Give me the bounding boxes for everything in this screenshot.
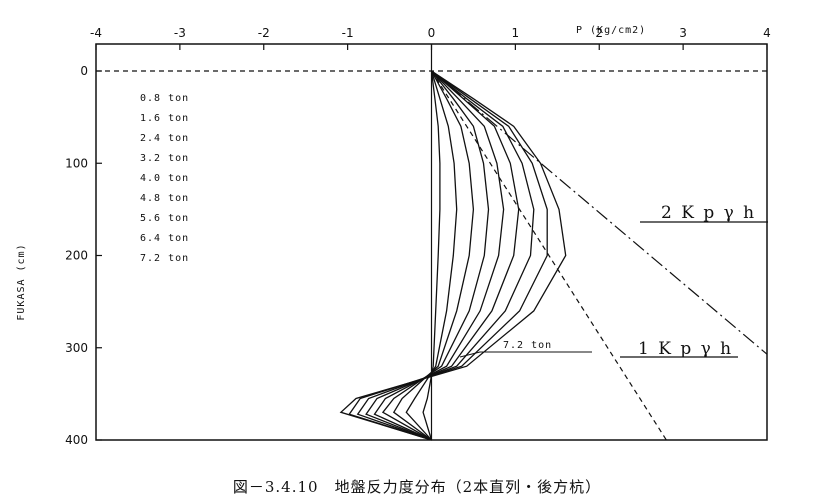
series-line-9 <box>339 70 567 441</box>
legend-entry: 7.2 ton <box>140 253 189 264</box>
x-tick-label: -2 <box>258 26 270 40</box>
legend-entry: 0.8 ton <box>140 93 189 104</box>
x-tick-label: 3 <box>679 26 687 40</box>
x-tick-label: -1 <box>342 26 354 40</box>
reference-line <box>430 70 667 441</box>
y-tick-label: 300 <box>65 341 88 355</box>
y-tick-label: 100 <box>65 156 88 170</box>
series-line-4 <box>381 70 490 441</box>
x-tick-label: 1 <box>512 26 520 40</box>
chart-canvas: -4 -3 -2 -1 0 1 2 3 4 0 100 200 300 400 P (Kg/cm2) FUKA… <box>16 25 771 447</box>
series-line-6 <box>365 70 520 441</box>
x-axis-label: P (Kg/cm2) <box>576 25 646 36</box>
legend-entry: 6.4 ton <box>140 233 189 244</box>
legend: 0.8 ton 1.6 ton 2.4 ton 3.2 ton 4.0 ton 4.8 t… <box>140 93 189 264</box>
x-tick-label: 0 <box>428 26 436 40</box>
series-line-1 <box>422 70 441 441</box>
y-tick-label: 200 <box>65 249 88 263</box>
legend-entry: 1.6 ton <box>140 113 189 124</box>
annotations: 2 K p γ h 1 K p γ h 7.2 ton <box>459 203 768 359</box>
series-line-3 <box>392 70 475 441</box>
series-line-8 <box>348 70 548 441</box>
reference-label: 1 K p γ h <box>638 339 733 359</box>
annotation-leader <box>459 351 592 358</box>
figure-caption: 図－3.4.10 地盤反力度分布（2本直列・後方杭） <box>232 478 602 496</box>
series-line-7 <box>356 70 535 441</box>
legend-entry: 4.0 ton <box>140 173 189 184</box>
axes: -4 -3 -2 -1 0 1 2 3 4 0 100 200 300 400 P (Kg/cm2) FUKA… <box>16 25 771 447</box>
legend-entry: 3.2 ton <box>140 153 189 164</box>
series-annotation: 7.2 ton <box>503 340 552 351</box>
x-tick-label: 4 <box>763 26 771 40</box>
reference-label: 2 K p γ h <box>661 203 756 223</box>
x-tick-label: -3 <box>174 26 186 40</box>
y-tick-label: 0 <box>80 64 88 78</box>
x-tick-label: -4 <box>90 26 102 40</box>
series-lines <box>339 70 567 441</box>
x-tick-label: 2 <box>595 26 603 40</box>
legend-entry: 4.8 ton <box>140 193 189 204</box>
reference-line <box>431 70 768 355</box>
series-line-5 <box>373 70 505 441</box>
legend-entry: 5.6 ton <box>140 213 189 224</box>
legend-entry: 2.4 ton <box>140 133 189 144</box>
y-tick-label: 400 <box>65 433 88 447</box>
y-axis-label: FUKASA (cm) <box>16 243 27 320</box>
series-line-2 <box>405 70 458 441</box>
